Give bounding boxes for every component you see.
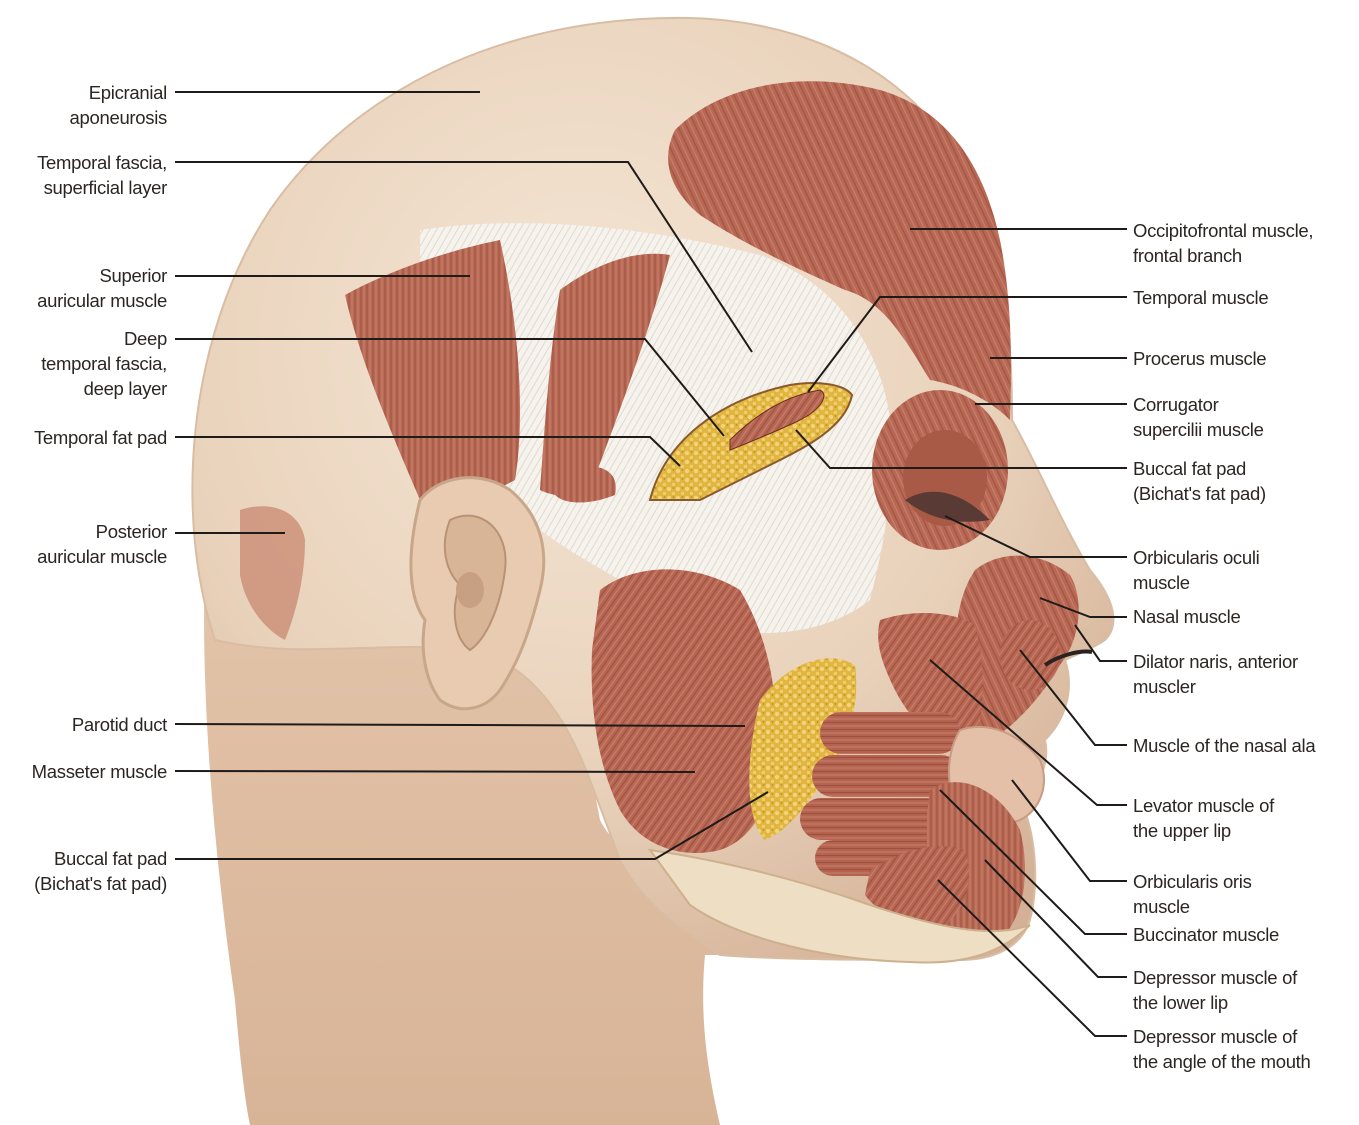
label-epicranial: Epicranial aponeurosis (70, 80, 168, 130)
nasal-ala (1000, 620, 1060, 690)
label-buccinator: Buccinator muscle (1133, 922, 1279, 947)
label-temporal-fat-pad: Temporal fat pad (34, 425, 167, 450)
leader-masseter (175, 771, 695, 772)
label-buccal-fat-pad-left: Buccal fat pad (Bichat's fat pad) (34, 846, 167, 896)
label-temporal-muscle: Temporal muscle (1133, 285, 1268, 310)
label-parotid-duct: Parotid duct (72, 712, 167, 737)
label-deep-temporal-fascia: Deep temporal fascia, deep layer (41, 326, 167, 401)
label-depressor-lower-lip: Depressor muscle of the lower lip (1133, 965, 1297, 1015)
label-orbicularis-oris: Orbicularis oris muscle (1133, 869, 1252, 919)
label-occipitofrontal: Occipitofrontal muscle, frontal branch (1133, 218, 1313, 268)
label-nasal-ala: Muscle of the nasal ala (1133, 733, 1315, 758)
label-corrugator: Corrugator supercilii muscle (1133, 392, 1264, 442)
label-superior-auricular: Superior auricular muscle (37, 263, 167, 313)
label-levator-upper-lip: Levator muscle of the upper lip (1133, 793, 1274, 843)
label-dilator-naris: Dilator naris, anterior muscler (1133, 649, 1298, 699)
label-masseter: Masseter muscle (32, 759, 167, 784)
label-nasal-muscle: Nasal muscle (1133, 604, 1240, 629)
label-buccal-fat-pad-right: Buccal fat pad (Bichat's fat pad) (1133, 456, 1266, 506)
label-orbicularis-oculi: Orbicularis oculi muscle (1133, 545, 1260, 595)
label-temporal-fascia-superficial: Temporal fascia, superficial layer (37, 150, 167, 200)
label-posterior-auricular: Posterior auricular muscle (37, 519, 167, 569)
label-depressor-angle-mouth: Depressor muscle of the angle of the mou… (1133, 1024, 1311, 1074)
label-procerus: Procerus muscle (1133, 346, 1266, 371)
